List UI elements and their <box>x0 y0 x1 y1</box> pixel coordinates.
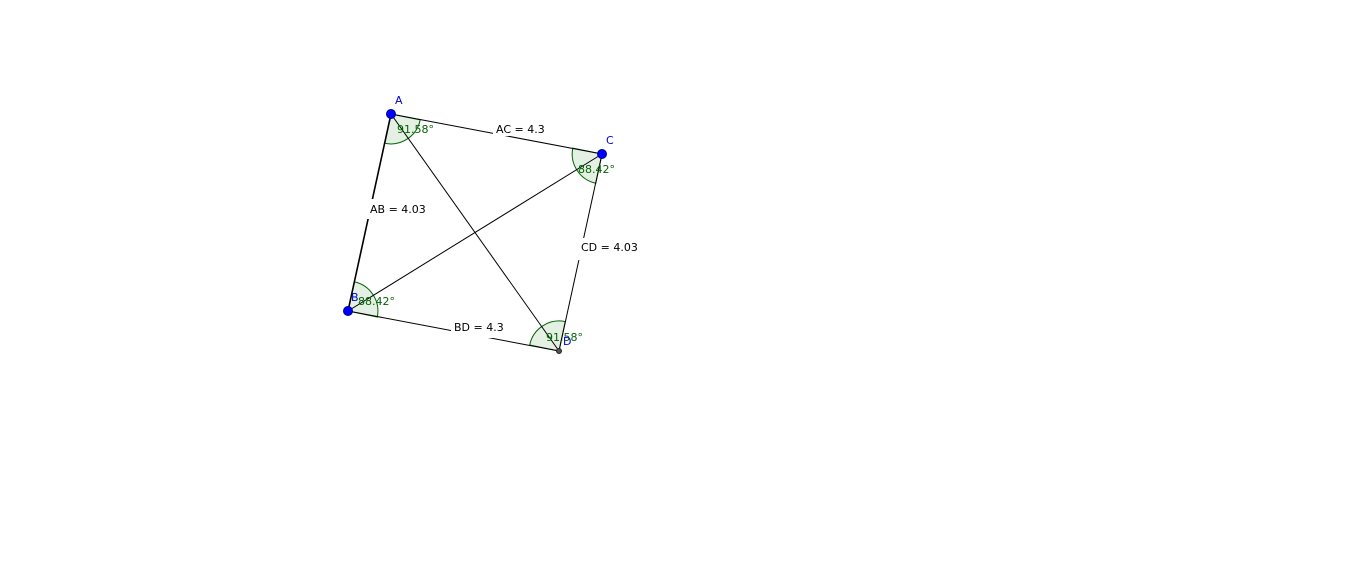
point-b[interactable] <box>343 306 353 316</box>
segment-label-cd: CD = 4.03 <box>581 241 638 254</box>
point-label-d: D <box>563 335 571 348</box>
angle-wedge-a <box>384 113 421 145</box>
angle-wedge-b <box>347 281 379 318</box>
angle-label-a: 91.58° <box>397 123 434 136</box>
point-d <box>556 348 562 354</box>
angle-label-d: 91.58° <box>546 331 583 344</box>
segment-label-ac: AC = 4.3 <box>496 123 545 136</box>
point-label-b: B <box>351 291 359 304</box>
angle-label-c: 88.42° <box>578 163 615 176</box>
point-label-c: C <box>606 134 614 147</box>
point-label-a: A <box>395 94 403 107</box>
point-a[interactable] <box>386 109 396 119</box>
segment-label-ab: AB = 4.03 <box>370 203 426 216</box>
angle-wedge-c <box>571 147 603 184</box>
segment-label-bd: BD = 4.3 <box>454 321 504 334</box>
point-c[interactable] <box>597 149 607 159</box>
angle-label-b: 88.42° <box>358 295 395 308</box>
diagonal-bc[interactable] <box>347 153 603 312</box>
angle-wedge-d <box>529 320 566 352</box>
